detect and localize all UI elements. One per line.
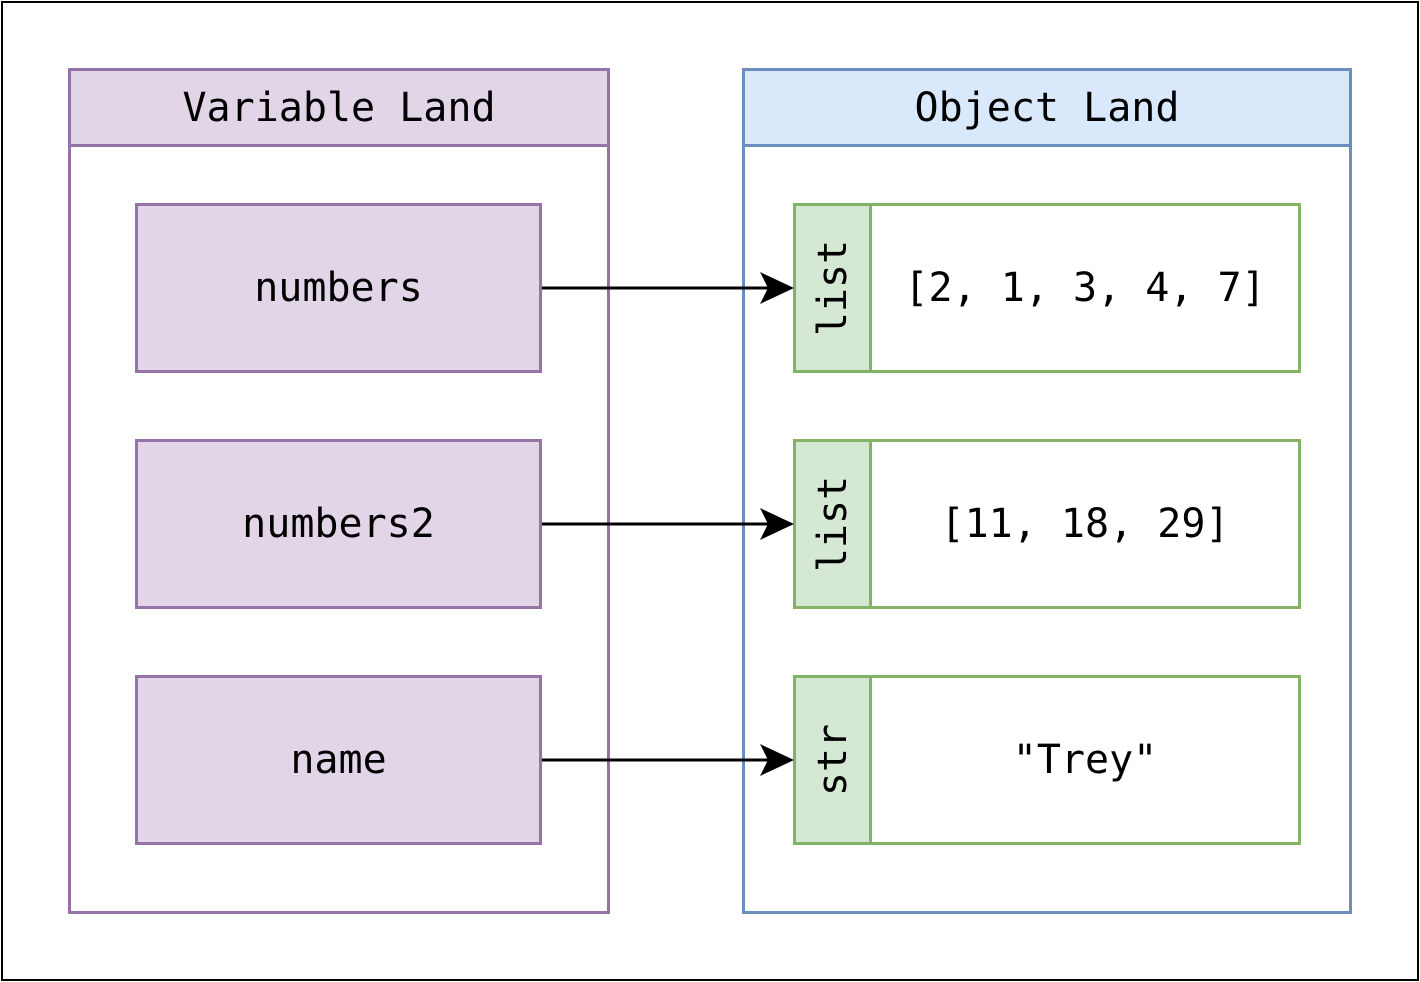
variable-land-title: Variable Land: [71, 71, 607, 147]
variable-numbers2: numbers2: [135, 439, 542, 609]
variable-land-panel: Variable Land: [68, 68, 610, 914]
object-type-tag: str: [796, 678, 872, 842]
object-value: [2, 1, 3, 4, 7]: [904, 265, 1266, 311]
object-type-label: str: [809, 723, 856, 797]
object-type-label: list: [809, 475, 856, 573]
variable-name: name: [135, 675, 542, 845]
object-land-title: Object Land: [745, 71, 1349, 147]
object-value: [11, 18, 29]: [940, 501, 1230, 547]
object-list-1: list [2, 1, 3, 4, 7]: [793, 203, 1301, 373]
variable-numbers: numbers: [135, 203, 542, 373]
object-str: str "Trey": [793, 675, 1301, 845]
object-type-label: list: [809, 239, 856, 337]
object-list-2: list [11, 18, 29]: [793, 439, 1301, 609]
object-type-tag: list: [796, 206, 872, 370]
object-type-tag: list: [796, 442, 872, 606]
object-land-panel: Object Land: [742, 68, 1352, 914]
object-value: "Trey": [1012, 737, 1158, 783]
